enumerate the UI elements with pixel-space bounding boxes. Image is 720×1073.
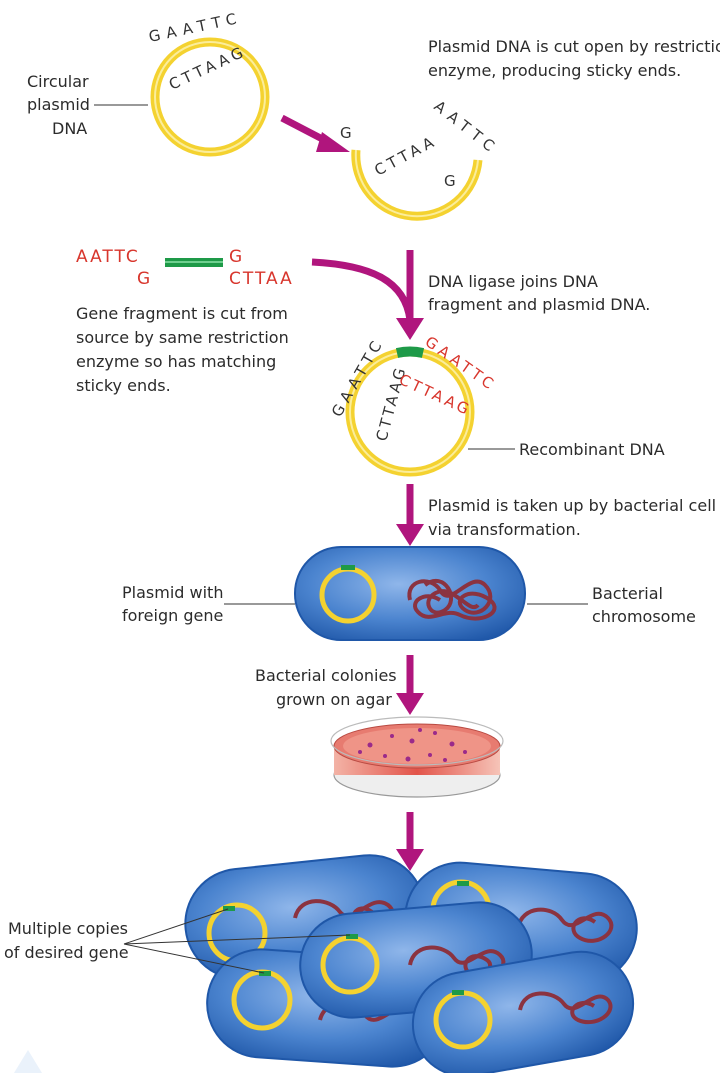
- svg-text:enzyme so has matching: enzyme so has matching: [76, 352, 276, 371]
- transformation-caption: Plasmid is taken up by bacterial cell vi…: [428, 496, 716, 539]
- cut-left-g: G: [340, 124, 352, 142]
- cut-caption: Plasmid DNA is cut open by restriction e…: [428, 37, 720, 80]
- svg-text:grown on agar: grown on agar: [276, 690, 392, 709]
- frag-bot-right: CTTAA: [229, 269, 294, 289]
- svg-text:Plasmid DNA is cut open by res: Plasmid DNA is cut open by restriction: [428, 37, 720, 56]
- circular-plasmid: [150, 37, 270, 157]
- svg-text:chromosome: chromosome: [592, 607, 696, 626]
- svg-text:Circular: Circular: [27, 72, 89, 91]
- ligase-caption: DNA ligase joins DNA fragment and plasmi…: [428, 272, 650, 314]
- svg-text:Gene fragment is cut from: Gene fragment is cut from: [76, 304, 288, 323]
- svg-text:DNA: DNA: [52, 119, 87, 138]
- recomb-outer-left: GAATTC: [328, 334, 388, 420]
- colony-dots: [358, 728, 467, 762]
- recombinant-label: Recombinant DNA: [468, 440, 665, 459]
- cut-plasmid: [351, 149, 483, 221]
- cut-inner-sequence: CTTAA: [371, 132, 440, 180]
- plasmid-foreign-label: Plasmid with foreign gene: [122, 583, 295, 625]
- svg-text:Plasmid is taken up by bacteri: Plasmid is taken up by bacterial cell: [428, 496, 716, 515]
- bacterium-bottom-right: [411, 950, 635, 1073]
- svg-text:via transformation.: via transformation.: [428, 520, 581, 539]
- corner-watermark-shape: [14, 1050, 42, 1073]
- svg-text:foreign gene: foreign gene: [122, 606, 223, 625]
- cut-right-g: G: [444, 172, 456, 190]
- svg-text:fragment and plasmid DNA.: fragment and plasmid DNA.: [428, 295, 650, 314]
- svg-text:sticky ends.: sticky ends.: [76, 376, 171, 395]
- svg-text:source by same restriction: source by same restriction: [76, 328, 289, 347]
- svg-text:Plasmid with: Plasmid with: [122, 583, 223, 602]
- cut-right-top-sequence: AATTC: [431, 97, 503, 159]
- frag-top-right: G: [229, 247, 244, 267]
- svg-text:DNA ligase joins DNA: DNA ligase joins DNA: [428, 272, 598, 291]
- bacterial-cell: [294, 546, 526, 641]
- bacterial-chromosome: [407, 578, 497, 621]
- svg-text:Bacterial colonies: Bacterial colonies: [255, 666, 397, 685]
- petri-dish: [330, 716, 504, 798]
- bacterial-chromosome-label: Bacterial chromosome: [527, 584, 696, 626]
- frag-top-left: AATTC: [76, 247, 140, 267]
- frag-bot-left: G: [137, 269, 152, 289]
- colonies-caption: Bacterial colonies grown on agar: [255, 666, 397, 709]
- circular-plasmid-label: Circular plasmid DNA: [27, 72, 148, 138]
- svg-text:plasmid: plasmid: [27, 95, 90, 114]
- multiple-copies-label: Multiple copies of desired gene: [4, 908, 351, 974]
- svg-text:Bacterial: Bacterial: [592, 584, 663, 603]
- recombinant-plasmid: [345, 346, 475, 477]
- gene-fragment-caption: Gene fragment is cut from source by same…: [76, 304, 289, 395]
- svg-text:Multiple copies: Multiple copies: [8, 919, 128, 938]
- bacteria-cluster: [184, 854, 638, 1073]
- svg-text:enzyme, producing sticky ends.: enzyme, producing sticky ends.: [428, 61, 681, 80]
- arrow-curved-fragment: [311, 258, 414, 321]
- svg-text:Recombinant DNA: Recombinant DNA: [519, 440, 665, 459]
- svg-text:of desired gene: of desired gene: [4, 943, 129, 962]
